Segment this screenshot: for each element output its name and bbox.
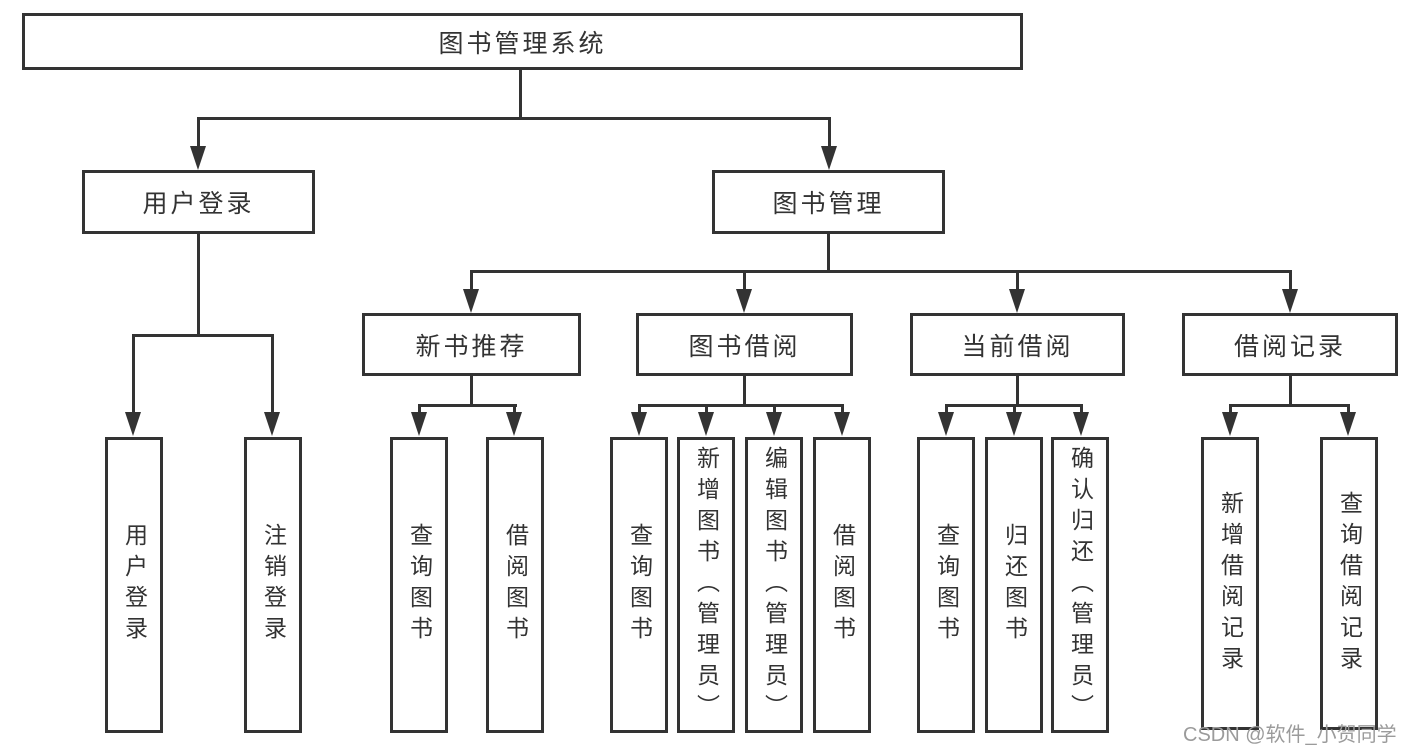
- node-borrowing-records: 借阅记录: [1182, 313, 1398, 376]
- leaf-bb-edit-books-admin-label: 编辑图书（管理员）: [761, 445, 788, 725]
- arrowhead-bb-add: [698, 412, 714, 436]
- connector-drop-new-book-rec: [470, 270, 473, 293]
- node-user-login-label: 用户登录: [142, 190, 255, 218]
- leaf-bb-edit-books-admin: 编辑图书（管理员）: [745, 437, 803, 733]
- node-current-borrowing: 当前借阅: [910, 313, 1125, 376]
- connector-root-stub: [519, 69, 522, 119]
- connector-drop-bb-borrow: [841, 404, 844, 416]
- arrowhead-current-borrowing: [1009, 289, 1025, 313]
- connector-bookborrowing-rail: [638, 404, 844, 407]
- connector-newbookrec-rail: [418, 404, 517, 407]
- leaf-cb-return-books: 归还图书: [985, 437, 1043, 733]
- connector-bookborrowing-stub: [743, 375, 746, 407]
- connector-drop-cb-query: [945, 404, 948, 416]
- arrowhead-leaf-logout: [264, 412, 280, 436]
- arrowhead-book-borrowing: [736, 289, 752, 313]
- leaf-user-login-label: 用户登录: [121, 523, 148, 647]
- connector-drop-br-add: [1229, 404, 1232, 416]
- arrowhead-cb-confirm: [1073, 412, 1089, 436]
- leaf-cb-query-books: 查询图书: [917, 437, 975, 733]
- arrowhead-book-mgmt: [821, 146, 837, 170]
- connector-drop-user-login: [197, 117, 200, 150]
- leaf-bb-borrow-books: 借阅图书: [813, 437, 871, 733]
- connector-drop-leaf-user-login: [132, 334, 135, 416]
- connector-newbookrec-stub: [470, 375, 473, 407]
- connector-drop-bb-query: [638, 404, 641, 416]
- node-new-book-rec: 新书推荐: [362, 313, 581, 376]
- connector-borrowrecords-rail: [1229, 404, 1350, 407]
- leaf-br-query-record-label: 查询借阅记录: [1336, 490, 1363, 677]
- connector-drop-rec-borrow: [513, 404, 516, 416]
- connector-drop-book-mgmt: [828, 117, 831, 150]
- leaf-cb-confirm-return-admin: 确认归还（管理员）: [1051, 437, 1109, 733]
- leaf-br-add-record-label: 新增借阅记录: [1217, 490, 1244, 677]
- leaf-bb-add-books-admin-label: 新增图书（管理员）: [693, 445, 720, 725]
- connector-borrowrecords-stub: [1289, 375, 1292, 407]
- leaf-cb-return-books-label: 归还图书: [1001, 523, 1028, 647]
- leaf-br-add-record: 新增借阅记录: [1201, 437, 1259, 730]
- arrowhead-bb-borrow: [834, 412, 850, 436]
- arrowhead-user-login: [190, 146, 206, 170]
- leaf-user-login: 用户登录: [105, 437, 163, 733]
- connector-root-rail: [197, 117, 831, 120]
- connector-drop-leaf-logout: [271, 334, 274, 416]
- arrowhead-leaf-user-login: [125, 412, 141, 436]
- leaf-cb-query-books-label: 查询图书: [933, 523, 960, 647]
- arrowhead-new-book-rec: [463, 289, 479, 313]
- connector-drop-cb-confirm: [1080, 404, 1083, 416]
- connector-bookmgmt-stub: [827, 233, 830, 273]
- connector-drop-bb-add: [705, 404, 708, 416]
- arrowhead-br-add: [1222, 412, 1238, 436]
- node-borrowing-records-label: 借阅记录: [1233, 332, 1346, 361]
- leaf-bb-query-books-label: 查询图书: [626, 523, 653, 647]
- leaf-rec-query-books-label: 查询图书: [406, 523, 433, 647]
- arrowhead-borrowing-records: [1282, 289, 1298, 313]
- leaf-rec-borrow-books: 借阅图书: [486, 437, 544, 733]
- connector-drop-rec-query: [418, 404, 421, 416]
- node-root: 图书管理系统: [22, 13, 1023, 70]
- leaf-logout: 注销登录: [244, 437, 302, 733]
- connector-drop-bb-edit: [773, 404, 776, 416]
- leaf-bb-borrow-books-label: 借阅图书: [829, 523, 856, 647]
- node-book-borrowing-label: 图书借阅: [688, 332, 801, 361]
- connector-drop-borrowing-records: [1289, 270, 1292, 293]
- csdn-watermark: CSDN @软件_小贺同学: [1183, 724, 1397, 746]
- connector-drop-current-borrowing: [1016, 270, 1019, 293]
- leaf-rec-query-books: 查询图书: [390, 437, 448, 733]
- connector-drop-br-query: [1347, 404, 1350, 416]
- leaf-bb-add-books-admin: 新增图书（管理员）: [677, 437, 735, 733]
- leaf-bb-query-books: 查询图书: [610, 437, 668, 733]
- connector-drop-book-borrowing: [743, 270, 746, 293]
- connector-drop-cb-return: [1013, 404, 1016, 416]
- leaf-rec-borrow-books-label: 借阅图书: [502, 523, 529, 647]
- arrowhead-cb-return: [1006, 412, 1022, 436]
- node-root-label: 图书管理系统: [438, 29, 607, 58]
- arrowhead-bb-query: [631, 412, 647, 436]
- arrowhead-cb-query: [938, 412, 954, 436]
- node-book-mgmt-label: 图书管理: [772, 190, 885, 218]
- node-book-borrowing: 图书借阅: [636, 313, 853, 376]
- arrowhead-br-query: [1340, 412, 1356, 436]
- connector-userlogin-rail: [132, 334, 274, 337]
- leaf-logout-label: 注销登录: [260, 523, 287, 647]
- arrowhead-rec-borrow: [506, 412, 522, 436]
- connector-bookmgmt-rail: [470, 270, 1292, 273]
- leaf-br-query-record: 查询借阅记录: [1320, 437, 1378, 730]
- node-new-book-rec-label: 新书推荐: [415, 332, 528, 361]
- node-user-login: 用户登录: [82, 170, 315, 234]
- arrowhead-rec-query: [411, 412, 427, 436]
- connector-userlogin-stub: [197, 233, 200, 337]
- node-current-borrowing-label: 当前借阅: [961, 332, 1074, 361]
- node-book-mgmt: 图书管理: [712, 170, 945, 234]
- arrowhead-bb-edit: [766, 412, 782, 436]
- connector-currentborrow-stub: [1016, 375, 1019, 407]
- leaf-cb-confirm-return-admin-label: 确认归还（管理员）: [1067, 445, 1094, 725]
